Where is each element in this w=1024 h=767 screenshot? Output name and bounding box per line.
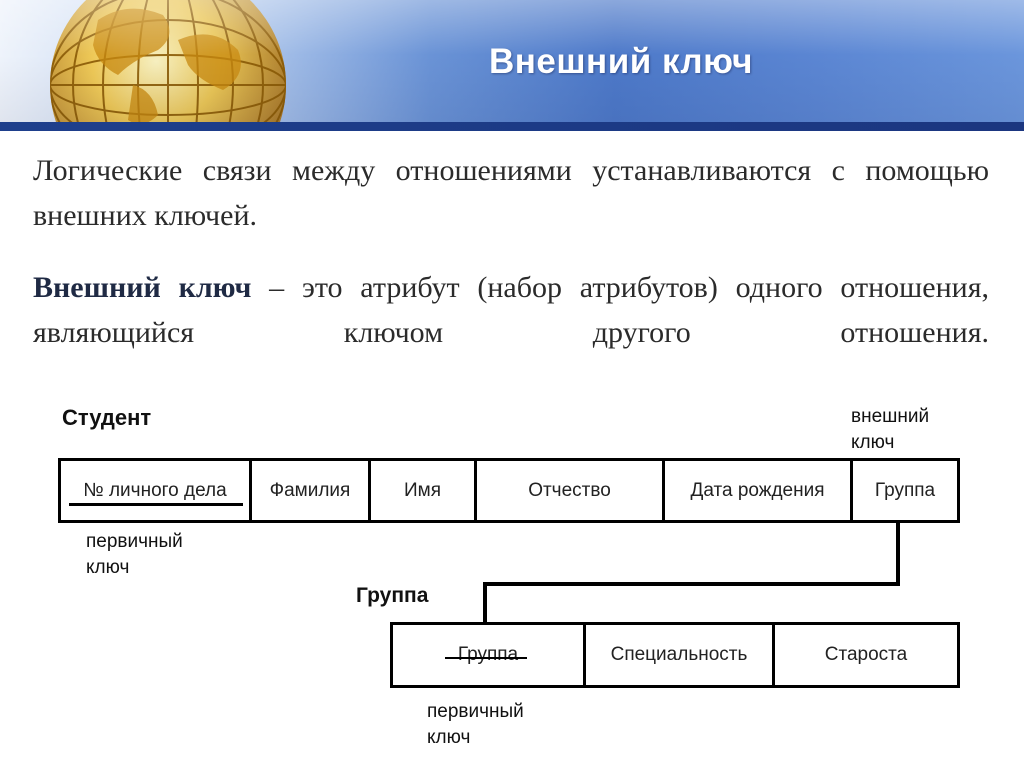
student-primary-key-note: первичный ключ [86,531,183,578]
student-field-birth-date: Дата рождения [665,461,853,520]
group-field-label: Группа [457,644,519,665]
student-field-label: Имя [403,479,441,501]
group-primary-key-note: первичный ключ [427,701,524,748]
group-field-group-pk: Группа [393,625,586,685]
globe-icon [50,0,286,122]
group-relation-name: Группа [356,584,429,607]
foreign-key-note: внешний ключ [851,406,930,453]
header-divider [0,122,1024,131]
student-relation: № личного дела Фамилия Имя Отчество Дата… [58,458,960,523]
group-field-label: Специальность [610,644,748,665]
student-field-label: № личного дела [83,479,227,501]
definition-text: – это атрибут (набор атрибутов) одного о… [33,271,989,349]
group-field-label: Староста [824,644,908,665]
group-field-head: Староста [775,625,957,685]
paragraph-definition: Внешний ключ – это атрибут (набор атрибу… [33,265,989,355]
primary-key-underline [69,503,243,506]
student-field-surname: Фамилия [252,461,371,520]
student-field-label: Дата рождения [690,479,825,501]
student-field-record-number: № личного дела [61,461,252,520]
student-relation-name: Студент [62,405,152,430]
student-field-label: Группа [874,479,936,501]
student-field-name: Имя [371,461,477,520]
header-sheen [0,0,1024,122]
student-field-patronymic: Отчество [477,461,665,520]
student-field-label: Отчество [528,479,611,501]
definition-term: Внешний ключ [33,271,252,304]
group-field-specialty: Специальность [586,625,775,685]
student-field-group-fk: Группа [853,461,957,520]
slide-title: Внешний ключ [489,42,754,81]
paragraph-intro-text: Логические связи между отношениями устан… [33,154,989,232]
paragraph-intro: Логические связи между отношениями устан… [33,148,989,238]
student-field-label: Фамилия [269,479,351,501]
slide-header: Внешний ключ [0,0,1024,122]
group-relation: Группа Специальность Староста [390,622,960,688]
primary-key-underline [445,657,527,659]
